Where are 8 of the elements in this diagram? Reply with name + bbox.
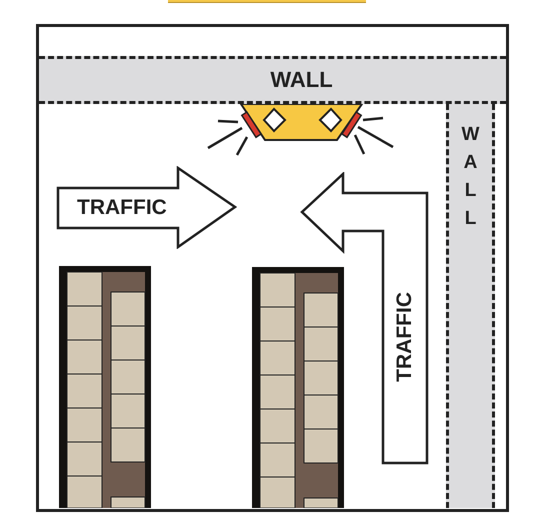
- traffic-label: TRAFFIC: [77, 197, 167, 218]
- wall-band: [446, 104, 495, 508]
- traffic-arrow: [300, 172, 430, 466]
- wall-label: WALL: [461, 124, 480, 236]
- traffic-arrow: [56, 166, 237, 249]
- wall-band: [39, 56, 506, 104]
- wall-label: WALL: [270, 69, 333, 91]
- traffic-label: TRAFFIC: [394, 292, 415, 382]
